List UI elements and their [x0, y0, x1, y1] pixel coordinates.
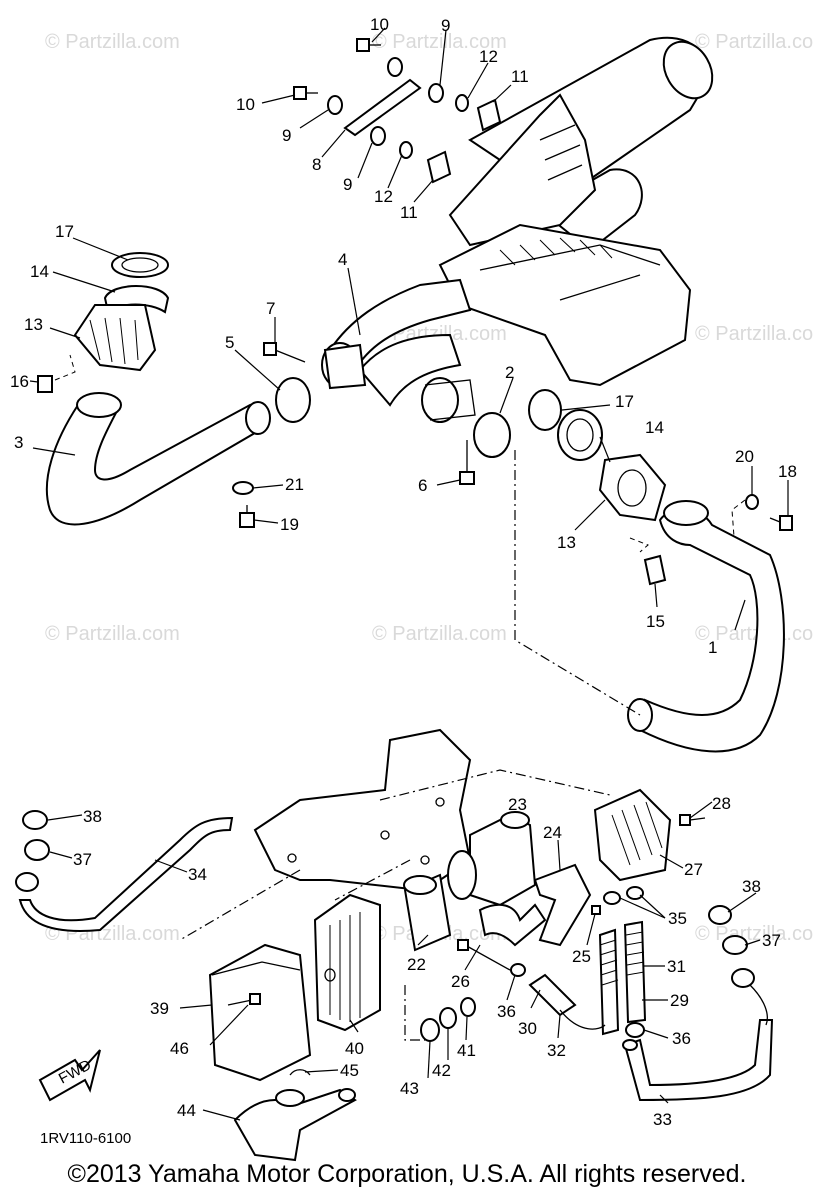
callout-6: 6: [418, 476, 427, 495]
air-cut-valve-assembly: [403, 788, 774, 1102]
callout-12: 12: [374, 187, 393, 206]
callout-9: 9: [343, 175, 352, 194]
callout-8: 8: [312, 155, 321, 174]
callout-15: 15: [646, 612, 665, 631]
callout-17: 17: [55, 222, 74, 241]
copyright-notice: ©2013 Yamaha Motor Corporation, U.S.A. A…: [67, 1160, 747, 1188]
right-exhaust-pipe: [459, 389, 793, 753]
callout-10: 10: [236, 95, 255, 114]
callout-27: 27: [684, 860, 703, 879]
callout-9: 9: [441, 16, 450, 35]
callout-45: 45: [340, 1061, 359, 1080]
watermark: © Partzilla.com: [372, 31, 507, 53]
callout-32: 32: [547, 1041, 566, 1060]
callout-leader-lines: [29, 27, 789, 1121]
callout-4: 4: [338, 250, 347, 269]
callout-7: 7: [266, 299, 275, 318]
callout-20: 20: [735, 447, 754, 466]
callout-40: 40: [345, 1039, 364, 1058]
callout-35: 35: [668, 909, 687, 928]
callout-26: 26: [451, 972, 470, 991]
watermark: © Partzilla.com: [695, 31, 814, 53]
left-exhaust-pipe: [37, 252, 311, 528]
crankcase-outline: [179, 728, 611, 941]
callout-10: 10: [370, 15, 389, 34]
callout-11: 11: [511, 67, 529, 86]
callout-37: 37: [73, 850, 92, 869]
callout-31: 31: [667, 957, 686, 976]
callout-16: 16: [10, 372, 29, 391]
watermark: © Partzilla.com: [45, 623, 180, 645]
callout-14: 14: [645, 418, 664, 437]
callout-36: 36: [672, 1029, 691, 1048]
callout-3: 3: [14, 433, 23, 452]
callout-44: 44: [177, 1101, 196, 1120]
watermark: © Partzilla.com: [372, 623, 507, 645]
callout-46: 46: [170, 1039, 189, 1058]
callout-23: 23: [508, 795, 527, 814]
callout-5: 5: [225, 333, 234, 352]
callout-2: 2: [505, 363, 514, 382]
watermark: © Partzilla.com: [695, 323, 814, 345]
callout-42: 42: [432, 1061, 451, 1080]
callout-25: 25: [572, 947, 591, 966]
callout-43: 43: [400, 1079, 419, 1098]
callout-33: 33: [653, 1110, 672, 1129]
callout-numbers: 1 2 3 4 5 6 7 8 9 9 9 10 10 11 11 12 12 …: [10, 15, 797, 1129]
muffler-assembly: [321, 36, 714, 423]
callout-30: 30: [518, 1019, 537, 1038]
callout-41: 41: [457, 1041, 476, 1060]
watermark: © Partzilla.com: [45, 31, 180, 53]
callout-39: 39: [150, 999, 169, 1018]
callout-22: 22: [407, 955, 426, 974]
callout-38: 38: [742, 877, 761, 896]
callout-24: 24: [543, 823, 562, 842]
callout-9: 9: [282, 126, 291, 145]
callout-17: 17: [615, 392, 634, 411]
callout-37: 37: [762, 931, 781, 950]
air-filter-assembly: FWD: [15, 810, 476, 1162]
callout-1: 1: [708, 638, 717, 657]
figure-code: 1RV110-6100: [40, 1130, 131, 1147]
callout-38: 38: [83, 807, 102, 826]
callout-12: 12: [479, 47, 498, 66]
callout-13: 13: [24, 315, 43, 334]
callout-11: 11: [400, 203, 418, 222]
callout-21: 21: [285, 475, 304, 494]
callout-13: 13: [557, 533, 576, 552]
callout-18: 18: [778, 462, 797, 481]
callout-34: 34: [188, 865, 207, 884]
callout-14: 14: [30, 262, 49, 281]
callout-19: 19: [280, 515, 299, 534]
muffler-mount-hardware: [293, 38, 502, 184]
callout-36: 36: [497, 1002, 516, 1021]
callout-29: 29: [670, 991, 689, 1010]
callout-28: 28: [712, 794, 731, 813]
